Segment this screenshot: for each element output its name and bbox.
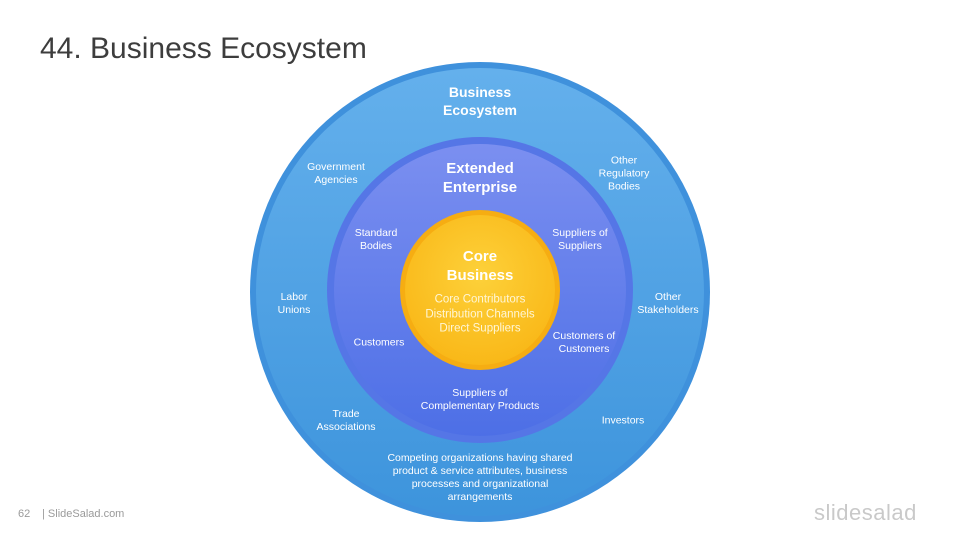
customers-label: Customers (353, 336, 405, 349)
suppliers-of-suppliers-label: Suppliers of Suppliers (552, 227, 608, 252)
core-item: Distribution Channels (425, 307, 535, 320)
core-business-title: Core Business (446, 248, 514, 284)
competing-organizations-label: Competing organizations having shared pr… (387, 452, 573, 503)
business-ecosystem-title: Business Ecosystem (443, 84, 517, 118)
suppliers-complementary-label: Suppliers of Complementary Products (420, 387, 540, 412)
customers-of-customers-label: Customers of Customers (552, 330, 616, 355)
core-item: Direct Suppliers (439, 322, 521, 335)
brand-logo: slidesalad (814, 500, 917, 525)
slide-title: 44. Business Ecosystem (40, 32, 367, 65)
other-stakeholders-label: Other Stakeholders (637, 291, 699, 316)
government-agencies-label: Government Agencies (307, 161, 365, 186)
extended-enterprise-title: Extended Enterprise (442, 160, 518, 196)
trade-associations-label: Trade Associations (316, 408, 376, 433)
investors-label: Investors (601, 414, 645, 427)
standard-bodies-label: Standard Bodies (354, 227, 398, 252)
labor-unions-label: Labor Unions (277, 291, 311, 316)
page-number: 62 (18, 508, 31, 520)
core-item: Core Contributors (434, 293, 526, 306)
core-circle (405, 215, 555, 365)
footer-site-link: | SlideSalad.com (42, 508, 125, 520)
core-items-list: Core Contributors Distribution Channels … (425, 292, 534, 336)
other-regulatory-bodies-label: Other Regulatory Bodies (598, 154, 650, 193)
